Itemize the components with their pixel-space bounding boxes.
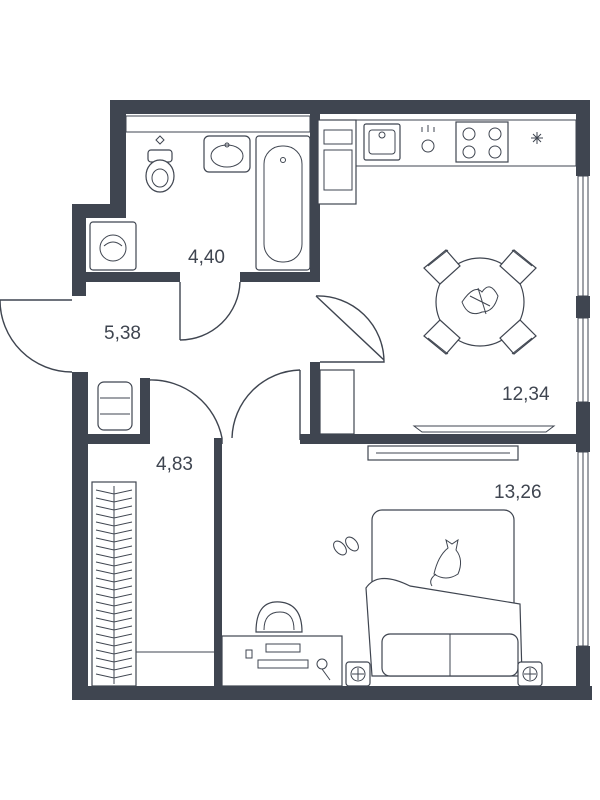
walls — [72, 100, 592, 700]
chair-icon — [423, 249, 461, 285]
desk-icon — [221, 635, 343, 687]
room-area-bathroom: 4,40 — [188, 247, 225, 268]
room-area-hallway: 5,38 — [104, 323, 141, 344]
kitchen-sink-icon — [363, 123, 401, 161]
ottoman-icon — [97, 381, 133, 431]
dining-table-icon — [423, 249, 537, 355]
bedroom-fixtures — [221, 445, 543, 687]
bed-icon — [365, 509, 523, 677]
wardrobe-icon — [91, 481, 214, 687]
fridge-icon — [317, 119, 357, 205]
hallway-fixtures — [91, 381, 214, 687]
chair-icon — [499, 249, 537, 285]
chair-icon — [499, 319, 537, 355]
room-area-wardrobe-hall: 4,83 — [156, 454, 193, 475]
fan-icon — [345, 661, 371, 687]
room-area-kitchen-living: 12,34 — [502, 384, 550, 405]
fan-icon — [517, 661, 543, 687]
tv-icon — [412, 425, 556, 433]
chair-icon — [423, 319, 461, 355]
sink-icon — [203, 135, 251, 173]
desk-chair-icon — [255, 601, 303, 633]
kitchen-fixtures — [317, 119, 577, 435]
wall-tv-icon — [367, 445, 519, 461]
hood-icon — [531, 132, 543, 144]
doors — [0, 281, 385, 444]
room-labels: 4,40 5,38 12,34 4,83 13,26 — [104, 247, 550, 503]
toilet-icon — [145, 135, 175, 193]
room-area-bedroom: 13,26 — [494, 482, 542, 503]
dishwasher-icon — [421, 125, 435, 153]
cat-icon — [430, 538, 462, 587]
windows — [125, 115, 589, 647]
bathroom-fixtures — [89, 135, 311, 271]
bathtub-icon — [255, 135, 311, 271]
slippers-icon — [333, 536, 359, 556]
stove-icon — [455, 121, 509, 163]
washing-machine-icon — [89, 221, 137, 271]
